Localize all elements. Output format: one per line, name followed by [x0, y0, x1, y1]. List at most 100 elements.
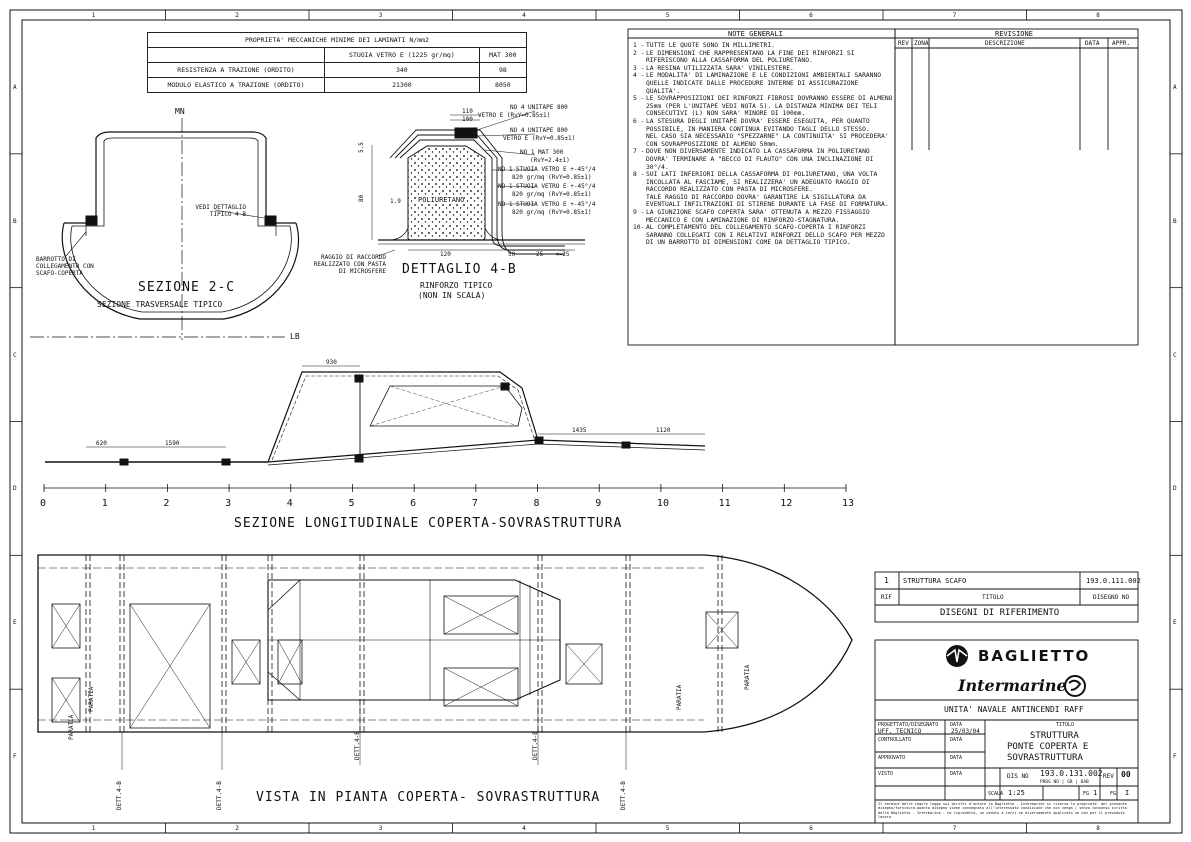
- tb-drawing-sub: PROG NO | GR | DAB: [1040, 780, 1089, 785]
- revision-title: REVISIONE: [995, 30, 1033, 38]
- note-text: DOVE NON DIVERSAMENTE INDICATO LA CASSAF…: [646, 148, 878, 171]
- tb-data-label: DATA: [950, 737, 963, 743]
- note-item: 2 -LE DIMENSIONI CHE RAPPRESENTANO LA FI…: [633, 50, 895, 65]
- ref-caption: DISEGNI DI RIFERIMENTO: [940, 608, 1060, 618]
- project-name: UNITA' NAVALE ANTINCENDI RAFF: [944, 705, 1084, 714]
- detail-dim: 120: [440, 251, 451, 258]
- note-text: LE DIMENSIONI CHE RAPPRESENTANO LA FINE …: [646, 49, 859, 65]
- tb-title-line2: PONTE COPERTA E: [1007, 742, 1089, 752]
- detail-subtitle1: RINFORZO TIPICO: [420, 281, 493, 290]
- tb-title-line3: SOVRASTRUTTURA: [1007, 753, 1083, 763]
- note-number: 4 -: [633, 72, 645, 80]
- tb-title-label: TITOLO: [1056, 722, 1075, 728]
- notes-frame: [627, 28, 1139, 346]
- section-mn-label: MN: [175, 107, 185, 116]
- grid-row-label: C: [13, 351, 17, 359]
- note-number: 6 -: [633, 117, 645, 125]
- tb-rev-label: REV: [1103, 773, 1114, 780]
- tb-title-line1: STRUTTURA: [1030, 731, 1079, 741]
- tb-fg-label: FG: [1110, 791, 1117, 797]
- properties-table-col1: STUOIA VETRO E (1225 gr/mq): [324, 47, 480, 63]
- grid-row-label: E: [13, 619, 17, 627]
- grid-row-label: B: [1173, 217, 1177, 225]
- tb-data-label: DATA: [950, 722, 963, 728]
- tb-designed-date: 25/03/04: [951, 728, 980, 735]
- grid-column-label: 4: [522, 12, 526, 19]
- detail-foam-label: POLIURETANO: [418, 196, 465, 204]
- frame-number: 11: [718, 498, 731, 509]
- frame-number: 12: [780, 498, 793, 509]
- revision-header: REV: [898, 40, 909, 47]
- note-item: 5 -LE SOVRAPPOSIZIONI DEI RINFORZI FIBRO…: [633, 95, 895, 118]
- frame-number: 1: [101, 498, 108, 509]
- tb-data-label: DATA: [950, 771, 963, 777]
- note-number: 3 -: [633, 64, 645, 72]
- grid-column-label: 1: [91, 12, 96, 19]
- grid-column-label: 3: [378, 12, 383, 19]
- long-dim: 930: [326, 359, 337, 366]
- note-number: 5 -: [633, 95, 645, 103]
- frame-number: 8: [533, 498, 540, 509]
- properties-row-label: RESISTENZA A TRAZIONE (ORDITO): [147, 62, 325, 78]
- brand-baglietto: BAGLIETTO: [978, 647, 1091, 665]
- grid-column-label: 7: [952, 825, 957, 832]
- detail-layer-a: NO 1 STUOIA VETRO E +-45°/4: [498, 201, 596, 208]
- grid-column-label: 7: [952, 12, 957, 19]
- tb-drawing-no: 193.0.131.002: [1040, 769, 1103, 778]
- note-text: AL COMPLETAMENTO DEL COLLEGAMENTO SCAFO-…: [646, 224, 889, 247]
- note-text: LE MODALITA' DI LAMINAZIONE E LE CONDIZI…: [646, 72, 885, 95]
- detail-layer-a: NO 1 STUOIA VETRO E +-45°/4: [498, 183, 596, 190]
- detail-fillet-label: RAGGIO DI RACCORDO REALIZZATO CON PASTA …: [313, 254, 386, 275]
- detail-callout: DETT.4-B: [620, 781, 627, 810]
- note-text: LA RESINA UTILIZZATA SARA' VINILESTERE.: [646, 64, 794, 72]
- frame-number: 3: [225, 498, 232, 509]
- properties-table-col2: MAT 300: [478, 47, 528, 63]
- frame-number: 2: [163, 498, 170, 509]
- plan-view-drawing: [37, 554, 853, 770]
- properties-row-value: 98: [478, 62, 528, 78]
- tb-designed-label: PROGETTATO/DISEGNATO: [878, 722, 939, 728]
- ref-header-title: TITOLO: [982, 594, 1004, 601]
- detail-callout: DETT.4-B: [116, 781, 123, 810]
- section-lb-label: LB: [290, 332, 300, 341]
- section-subtitle: SEZIONE TRASVERSALE TIPICO: [97, 300, 223, 309]
- grid-column-label: 5: [665, 825, 670, 832]
- grid-row-label: A: [1173, 83, 1177, 91]
- note-text: TUTTE LE QUOTE SONO IN MILLIMETRI.: [646, 42, 775, 49]
- detail-layer-b: VETRO E (RvY=0.85±1): [478, 112, 551, 119]
- note-number: 10-: [633, 224, 645, 232]
- note-item: 1 -TUTTE LE QUOTE SONO IN MILLIMETRI.: [633, 42, 895, 50]
- grid-row-label: D: [1173, 485, 1177, 493]
- section-title: SEZIONE 2-C: [138, 280, 236, 295]
- note-number: 2 -: [633, 49, 645, 57]
- detail-layer-a: NO 4 UNITAPE 800: [510, 104, 568, 111]
- revision-header: ZONA: [914, 40, 929, 47]
- detail-dim: 110: [462, 108, 473, 115]
- detail-callout: DETT.4-B: [354, 731, 361, 760]
- longitudinal-section-drawing: [43, 365, 847, 492]
- detail-dim: 1.9: [390, 198, 401, 205]
- frame-number: 4: [286, 498, 293, 509]
- ref-drawing: 193.0.111.002: [1086, 577, 1141, 585]
- properties-row-value: 340: [324, 62, 480, 78]
- tb-scale-label: SCALA: [988, 791, 1004, 797]
- note-item: 9 -LA GIUNZIONE SCAFO COPERTA SARA' OTTE…: [633, 209, 895, 224]
- inner-frame: [21, 19, 1171, 824]
- reinforcement-detail-drawing: [371, 110, 585, 257]
- bulkhead-label: PARATIA: [68, 714, 75, 740]
- grid-column-label: 1: [91, 825, 96, 832]
- tb-checked-label: CONTROLLATO: [878, 737, 912, 743]
- plan-title: VISTA IN PIANTA COPERTA- SOVRASTRUTTURA: [256, 790, 601, 805]
- grid-ticks: [10, 10, 1182, 833]
- note-number: 7 -: [633, 148, 645, 156]
- grid-column-label: 2: [235, 12, 239, 19]
- detail-layer-b: 820 gr/mq (RvY=0.85±1): [512, 209, 592, 216]
- bulkhead-label: PARATIA: [676, 684, 683, 710]
- long-dim: 1435: [572, 427, 587, 434]
- frame-number: 9: [595, 498, 602, 509]
- grid-row-label: C: [1173, 351, 1177, 359]
- note-text: LA STESURA DEGLI UNITAPE DOVRA' ESSERE E…: [646, 117, 889, 148]
- properties-table-title: PROPRIETA' MECCANICHE MINIME DEI LAMINAT…: [147, 32, 527, 48]
